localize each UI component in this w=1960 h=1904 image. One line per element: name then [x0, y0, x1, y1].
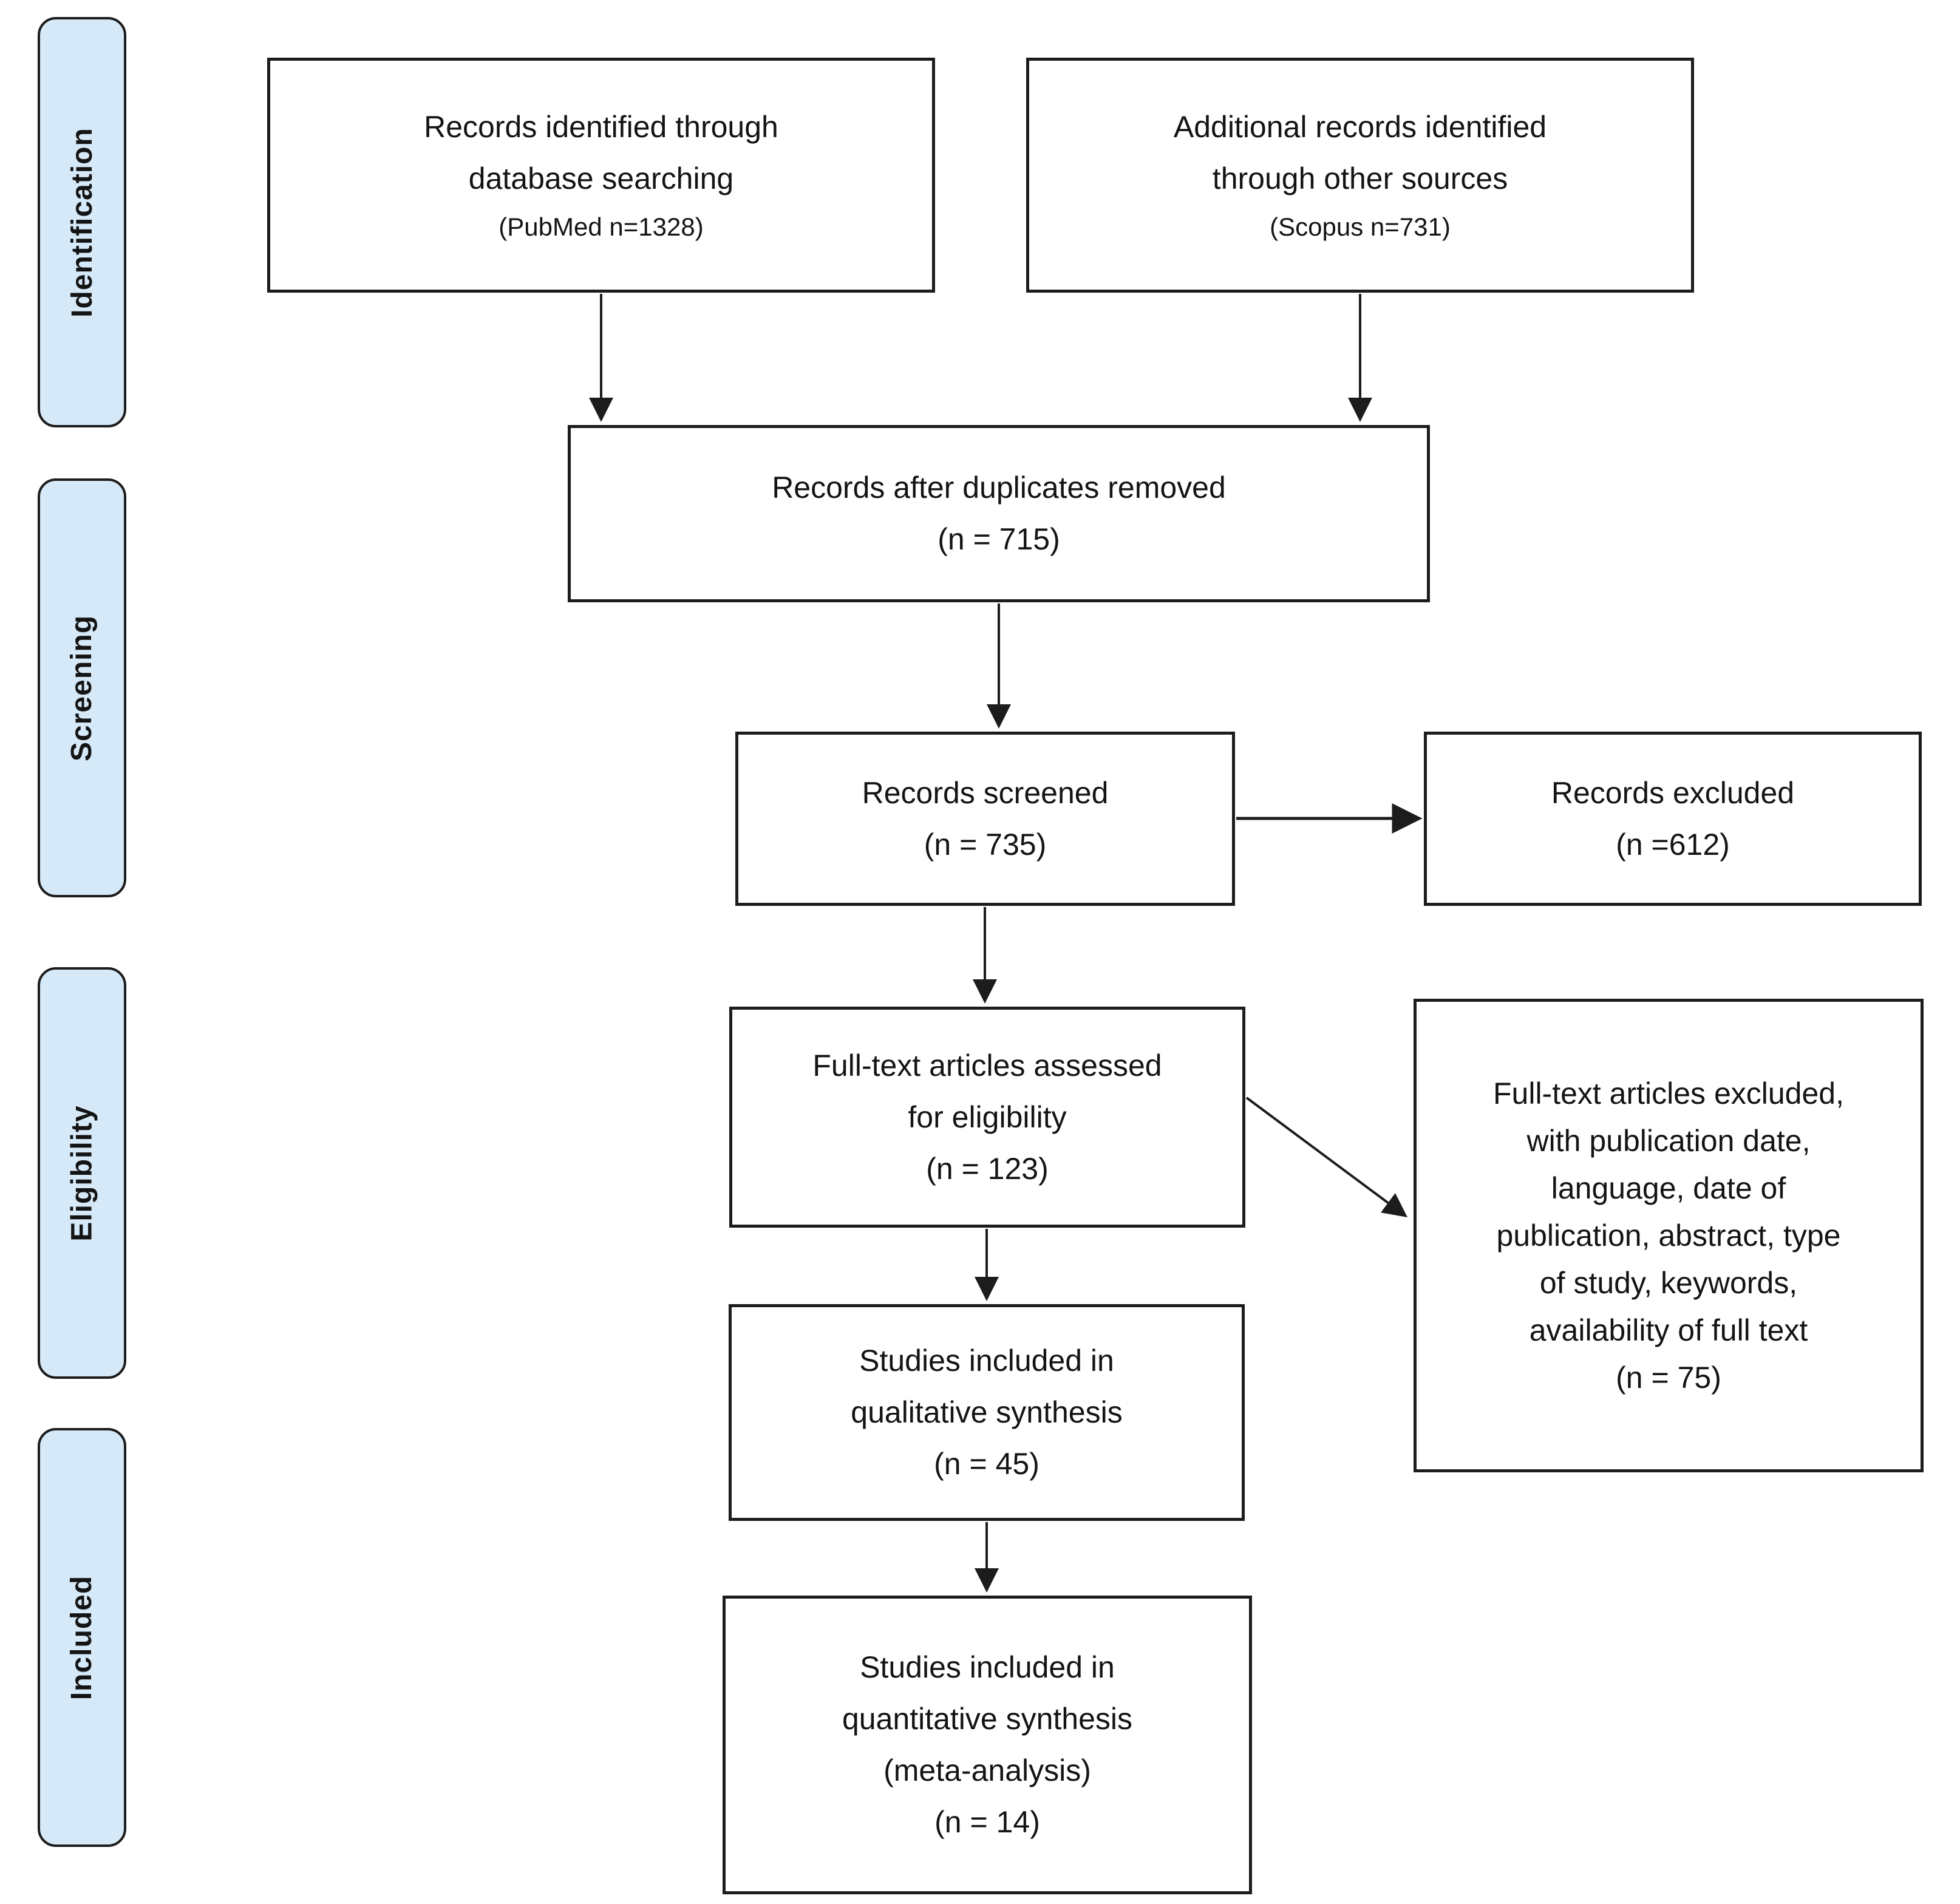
box-count-line: (n = 14): [934, 1805, 1040, 1839]
box-records-after-duplicates-removed: Records after duplicates removed (n = 71…: [568, 425, 1430, 602]
box-text-line: Records after duplicates removed: [772, 471, 1226, 505]
box-text-line: for eligibility: [908, 1100, 1067, 1134]
arrow-fulltext-to-fulltext-excluded: [1245, 1096, 1408, 1217]
box-text-line: availability of full text: [1529, 1313, 1808, 1347]
stage-label-screening: Screening: [38, 478, 126, 897]
stage-label-text: Screening: [66, 614, 98, 761]
stage-label-identification: Identification: [38, 17, 126, 427]
box-text-line: Records identified through: [424, 110, 778, 144]
stage-label-text: Identification: [66, 127, 98, 318]
box-text-line: of study, keywords,: [1539, 1266, 1798, 1300]
box-text-line: database searching: [468, 162, 734, 195]
box-text-line: Additional records identified: [1173, 110, 1547, 144]
box-text-line: Studies included in: [860, 1650, 1115, 1684]
stage-label-text: Eligibility: [66, 1104, 98, 1242]
box-count-line: (n = 735): [924, 827, 1047, 862]
box-text-line: Studies included in: [859, 1344, 1114, 1378]
box-records-screened: Records screened (n = 735): [735, 732, 1235, 906]
box-text-line: qualitative synthesis: [851, 1395, 1123, 1429]
box-text-line: Records excluded: [1551, 775, 1795, 810]
box-records-identified-database: Records identified through database sear…: [267, 58, 935, 293]
box-text-line: Full-text articles assessed: [812, 1048, 1162, 1083]
box-count-line: (n = 715): [937, 522, 1060, 556]
box-additional-records-other-sources: Additional records identified through ot…: [1026, 58, 1694, 293]
stage-label-text: Included: [66, 1575, 98, 1700]
box-count-line: (n = 75): [1616, 1361, 1721, 1395]
box-records-excluded: Records excluded (n =612): [1424, 732, 1922, 906]
box-fulltext-assessed: Full-text articles assessed for eligibil…: [729, 1007, 1245, 1228]
box-fulltext-excluded: Full-text articles excluded, with public…: [1414, 999, 1924, 1472]
box-text-line: Full-text articles excluded,: [1492, 1076, 1844, 1110]
box-text-line: with publication date,: [1526, 1124, 1811, 1158]
box-count-line: (n =612): [1616, 827, 1730, 862]
box-text-line: quantitative synthesis: [842, 1702, 1133, 1736]
box-count-line: (PubMed n=1328): [499, 212, 704, 241]
box-text-line: (meta-analysis): [883, 1753, 1091, 1787]
box-quantitative-synthesis: Studies included in quantitative synthes…: [723, 1596, 1252, 1894]
box-count-line: (n = 123): [926, 1151, 1049, 1186]
box-text-line: publication, abstract, type: [1496, 1219, 1841, 1253]
stage-label-included: Included: [38, 1428, 126, 1847]
box-count-line: (n = 45): [934, 1447, 1040, 1481]
box-qualitative-synthesis: Studies included in qualitative synthesi…: [729, 1304, 1245, 1521]
box-text-line: language, date of: [1551, 1171, 1786, 1205]
box-count-line: (Scopus n=731): [1270, 212, 1451, 241]
box-text-line: Records screened: [862, 775, 1109, 810]
box-text-line: through other sources: [1212, 162, 1508, 195]
stage-label-eligibility: Eligibility: [38, 967, 126, 1379]
